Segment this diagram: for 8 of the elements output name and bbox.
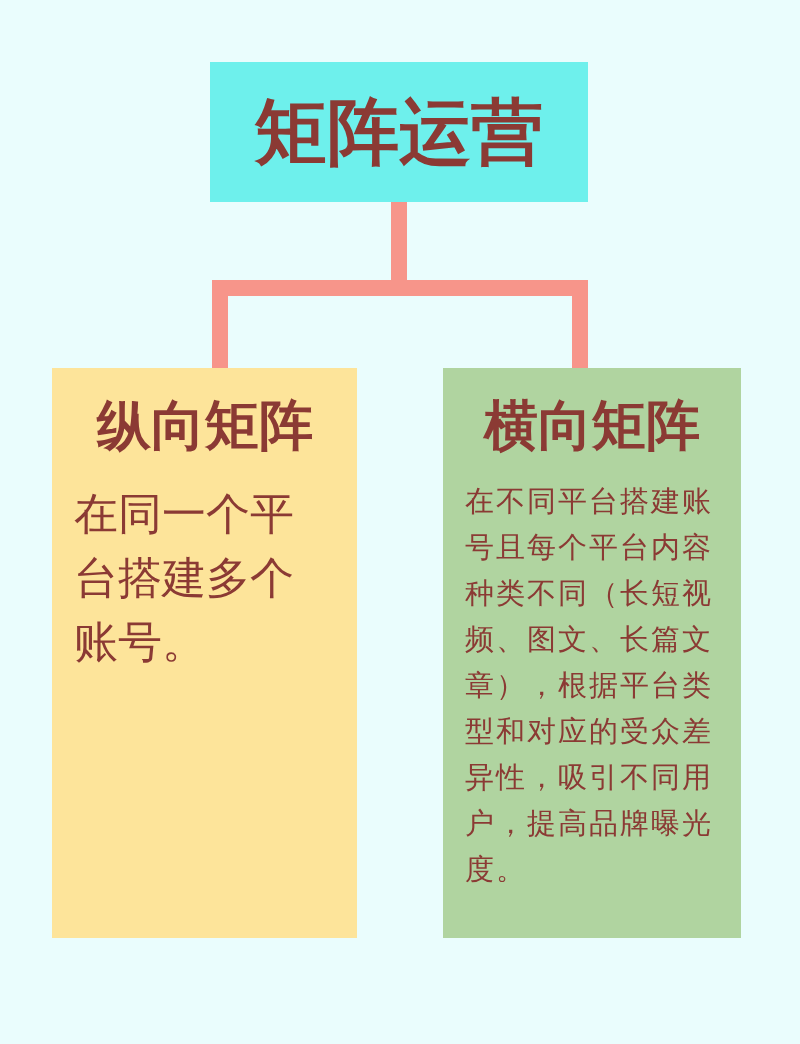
body-text: 在同一个平台搭建多个账号。 — [73, 486, 295, 669]
body-text: 在不同平台搭建账号且每个平台内容种类不同（长短视频、图文、长篇文章），根据平台类型和对应的受众差异性，吸引不同用户，提高品牌曝光度。 — [465, 482, 714, 888]
category-box — [52, 368, 357, 938]
heading-text: 横向矩阵 — [484, 393, 700, 459]
title-text: 矩阵运营 — [255, 96, 543, 168]
heading-text: 纵向矩阵 — [96, 393, 313, 459]
category-box — [443, 368, 741, 938]
title-box — [210, 62, 588, 202]
